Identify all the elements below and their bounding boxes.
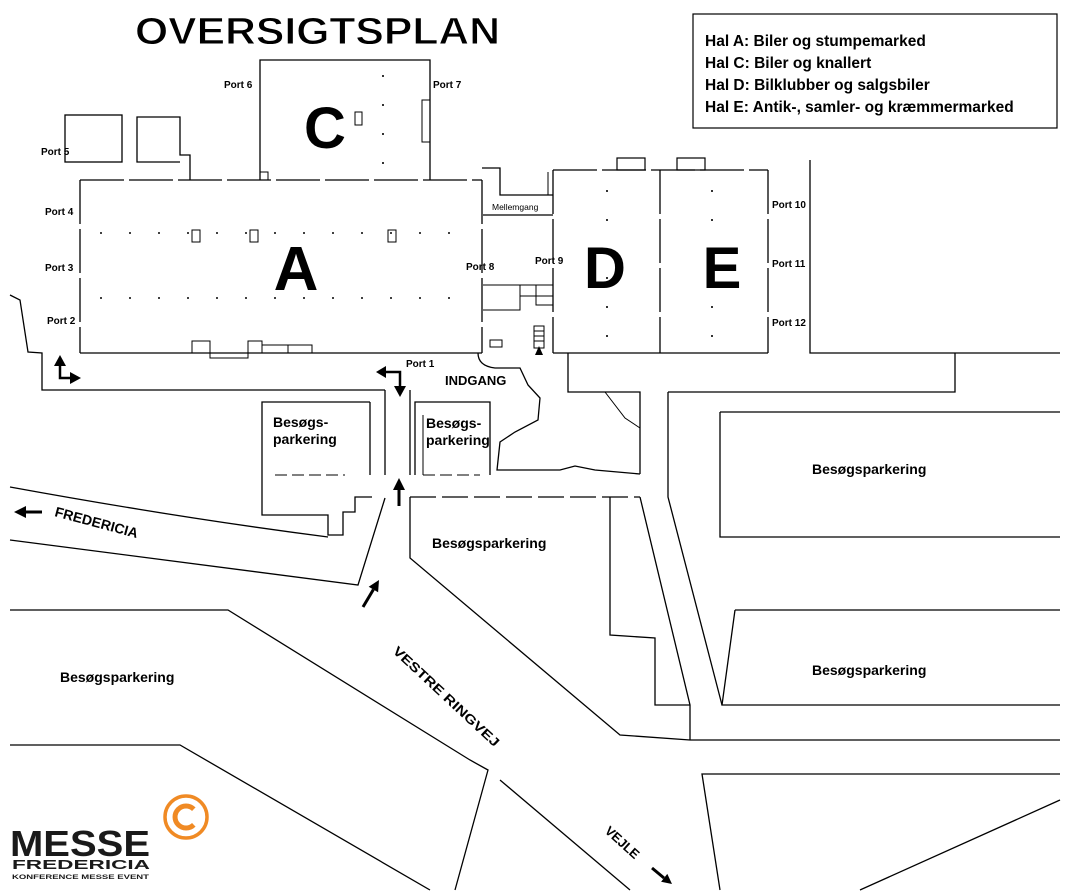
logo-c-icon <box>172 803 196 831</box>
hall-a-pillar <box>249 229 259 243</box>
arrow-turn-icon <box>376 366 406 397</box>
parking-label: Besøgsparkering <box>812 662 926 678</box>
page-title: OVERSIGTSPLAN <box>135 11 500 53</box>
port-1-label: Port 1 <box>406 359 435 370</box>
fredericia-road-edge <box>9 486 329 538</box>
hall-a-pillar <box>387 229 397 243</box>
parking-boundary <box>609 497 690 706</box>
port-7-label: Port 7 <box>433 80 462 91</box>
entrance-building-outline <box>477 352 641 475</box>
road-edge <box>859 799 1061 891</box>
arrow-turn-icon <box>54 355 81 384</box>
port-2-label: Port 2 <box>47 316 76 327</box>
port-10-label: Port 10 <box>772 200 806 211</box>
legend-item-hal-e: Hal E: Antik-, samler- og kræmmermarked <box>705 99 1014 116</box>
entrance-label: INDGANG <box>445 373 506 388</box>
hall-d-roof-unit <box>616 157 646 171</box>
port-5-label: Port 5 <box>41 147 70 158</box>
hall-a-south-annex <box>191 340 313 359</box>
parking-label: Besøgs- <box>273 414 329 430</box>
hall-a-letter: A <box>274 235 319 304</box>
entrance-building-outline <box>567 353 641 474</box>
arrow-up-right-icon <box>361 580 379 608</box>
legend-item-hal-a: Hal A: Biler og stumpemarked <box>705 33 926 50</box>
mellemgang-wall <box>482 167 553 196</box>
road-edge <box>668 353 956 393</box>
vestre-ringvej-edge <box>499 779 631 891</box>
port-11-label: Port 11 <box>772 259 806 270</box>
middle-rooms <box>483 284 553 311</box>
vestre-ringvej-edge <box>409 497 691 741</box>
road-edge <box>9 294 385 391</box>
road-label-fredericia: FREDERICIA <box>53 503 140 541</box>
parking-label: parkering <box>426 432 490 448</box>
port-9-label: Port 9 <box>535 256 564 267</box>
legend-frame <box>692 13 1058 129</box>
hall-c: C <box>259 59 431 180</box>
middle-section: Mellemgang <box>482 167 553 355</box>
legend-item-hal-c: Hal C: Biler og knallert <box>705 55 871 72</box>
port-12-label: Port 12 <box>772 318 806 329</box>
parking-label: Besøgsparkering <box>60 669 174 685</box>
port-8-label: Port 8 <box>466 262 495 273</box>
hall-e-letter: E <box>703 236 742 301</box>
hall-a: A <box>79 179 483 359</box>
road-edge <box>639 496 691 740</box>
logo-circle-icon <box>163 794 209 840</box>
parking-label: Besøgs- <box>426 415 482 431</box>
road-edge <box>10 744 431 891</box>
legend-item-hal-d: Hal D: Bilklubber og salgsbiler <box>705 77 930 94</box>
stairs-icon <box>533 325 545 349</box>
port-3-label: Port 3 <box>45 263 74 274</box>
road-label-vestre-ringvej: VESTRE RINGVEJ <box>390 643 503 749</box>
annex-building <box>136 116 191 180</box>
middle-room-box <box>489 339 503 348</box>
hall-c-outline <box>259 59 431 180</box>
logo-city: FREDERICIA <box>12 857 151 872</box>
mellemgang-label: Mellemgang <box>492 202 539 212</box>
fredericia-road-edge <box>9 497 386 586</box>
road-label-vejle: VEJLE <box>602 823 643 862</box>
legend-box: Hal A: Biler og stumpemarked Hal C: Bile… <box>692 13 1058 129</box>
parking-label: Besøgsparkering <box>432 535 546 551</box>
port-4-label: Port 4 <box>45 207 74 218</box>
logo-wordmark: MESSE <box>10 823 150 864</box>
parking-boundary <box>719 412 1060 538</box>
hall-c-side-room <box>421 99 430 143</box>
logo-tagline: KONFERENCE MESSE EVENT <box>12 874 149 881</box>
halls-d-e: D E <box>552 157 769 354</box>
arrow-left-icon <box>14 506 42 518</box>
hall-e-roof-unit <box>676 157 706 171</box>
port-5-building <box>64 114 123 163</box>
parking-boundary <box>721 609 1060 706</box>
hall-c-pillar <box>354 111 363 126</box>
parking-label: parkering <box>273 431 337 447</box>
vestre-ringvej-edge <box>10 609 489 891</box>
hall-a-pillar <box>191 229 201 243</box>
parking-label: Besøgsparkering <box>812 461 926 477</box>
parking-boundary <box>414 401 491 475</box>
port-6-label: Port 6 <box>224 80 253 91</box>
arrow-up-icon <box>393 478 405 506</box>
arrow-down-right-icon <box>651 866 672 884</box>
hall-c-notch <box>260 171 269 180</box>
road-edge <box>701 773 1060 891</box>
hall-c-letter: C <box>304 96 346 161</box>
entrance-building-outline <box>604 391 641 429</box>
hall-d-letter: D <box>584 236 626 301</box>
road-edge <box>809 160 1060 354</box>
stairs-up-marker-icon <box>535 346 543 355</box>
road-edge <box>667 474 723 706</box>
messe-fredericia-logo: MESSE FREDERICIA KONFERENCE MESSE EVENT <box>10 794 209 881</box>
parking-boundary <box>261 401 372 536</box>
road-network <box>9 160 1061 891</box>
